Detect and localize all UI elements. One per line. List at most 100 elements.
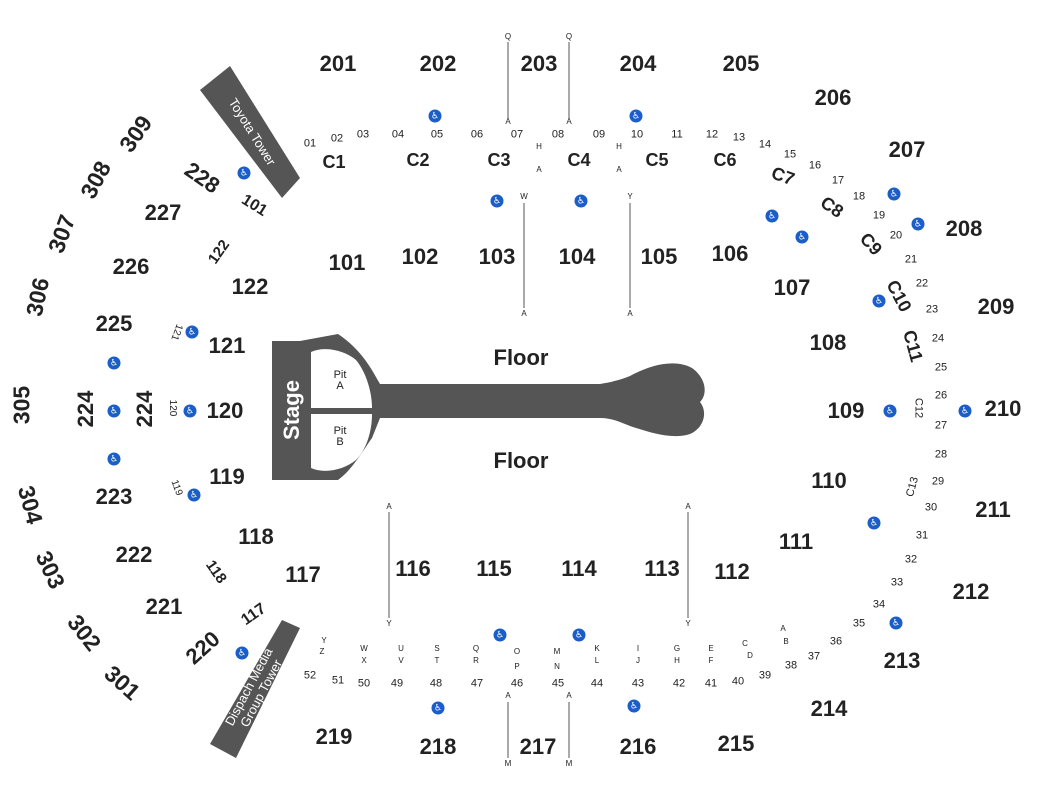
row-number: 37 bbox=[807, 650, 821, 663]
section-215[interactable]: 215 bbox=[717, 731, 755, 756]
aisle-marker: Y bbox=[386, 619, 392, 628]
section-224-inner[interactable]: 224 bbox=[132, 390, 157, 428]
row-letter: P bbox=[514, 662, 520, 671]
section-122[interactable]: 122 bbox=[231, 274, 269, 299]
section-208[interactable]: 208 bbox=[945, 216, 983, 241]
section-214[interactable]: 214 bbox=[810, 696, 848, 721]
section-218[interactable]: 218 bbox=[419, 734, 457, 759]
row-number: 27 bbox=[934, 419, 948, 432]
wheelchair-icon: ♿ bbox=[493, 628, 507, 642]
section-108[interactable]: 108 bbox=[809, 330, 847, 355]
dispatch-tower-shape[interactable] bbox=[210, 620, 300, 758]
wheelchair-icon: ♿ bbox=[490, 194, 504, 208]
aisle-marker: A bbox=[505, 117, 511, 126]
section-212[interactable]: 212 bbox=[952, 579, 990, 604]
wheelchair-icon: ♿ bbox=[572, 628, 586, 642]
row-letter: Q bbox=[472, 644, 480, 653]
section-210[interactable]: 210 bbox=[984, 396, 1022, 421]
club-c5[interactable]: C5 bbox=[645, 150, 669, 170]
section-107[interactable]: 107 bbox=[773, 275, 811, 300]
section-103[interactable]: 103 bbox=[478, 244, 516, 269]
wheelchair-icon: ♿ bbox=[235, 646, 249, 660]
section-219[interactable]: 219 bbox=[315, 724, 353, 749]
wheelchair-icon: ♿ bbox=[627, 699, 641, 713]
club-c2[interactable]: C2 bbox=[406, 150, 430, 170]
aisle-marker: A bbox=[685, 502, 691, 511]
section-205[interactable]: 205 bbox=[722, 51, 760, 76]
row-number: 21 bbox=[904, 253, 918, 266]
section-223[interactable]: 223 bbox=[95, 484, 133, 509]
row-number: 28 bbox=[934, 448, 948, 461]
wheelchair-icon: ♿ bbox=[107, 404, 121, 418]
pit-a-label: Pit A bbox=[333, 369, 347, 392]
section-118[interactable]: 118 bbox=[238, 524, 274, 549]
wheelchair-icon: ♿ bbox=[574, 194, 588, 208]
row-number: 46 bbox=[510, 677, 524, 690]
section-213[interactable]: 213 bbox=[883, 648, 921, 673]
section-102[interactable]: 102 bbox=[401, 244, 439, 269]
club-c3[interactable]: C3 bbox=[487, 150, 511, 170]
section-105[interactable]: 105 bbox=[640, 244, 678, 269]
row-number: 51 bbox=[331, 674, 345, 687]
section-201[interactable]: 201 bbox=[319, 51, 357, 76]
row-number: 39 bbox=[758, 669, 772, 682]
row-number: 45 bbox=[551, 677, 565, 690]
section-101[interactable]: 101 bbox=[328, 250, 366, 275]
club-c4[interactable]: C4 bbox=[567, 150, 591, 170]
row-letter: G bbox=[673, 644, 681, 653]
section-204[interactable]: 204 bbox=[619, 51, 657, 76]
floor-label-bottom[interactable]: Floor bbox=[493, 448, 549, 473]
aisle-marker: A bbox=[386, 502, 392, 511]
section-111[interactable]: 111 bbox=[778, 529, 814, 554]
floor-label-top[interactable]: Floor bbox=[493, 345, 549, 370]
section-110[interactable]: 110 bbox=[811, 468, 847, 493]
wheelchair-icon: ♿ bbox=[428, 109, 442, 123]
row-letter: M bbox=[553, 647, 561, 656]
section-226[interactable]: 226 bbox=[112, 254, 150, 279]
section-106[interactable]: 106 bbox=[711, 241, 749, 266]
toyota-tower-shape[interactable] bbox=[200, 66, 300, 198]
section-120-small[interactable]: 120 bbox=[167, 399, 178, 417]
section-211[interactable]: 211 bbox=[975, 497, 1011, 522]
pit-a-shape[interactable] bbox=[311, 349, 372, 408]
section-207[interactable]: 207 bbox=[888, 137, 926, 162]
section-305[interactable]: 305 bbox=[8, 385, 35, 425]
club-c6[interactable]: C6 bbox=[713, 150, 737, 170]
section-227[interactable]: 227 bbox=[144, 200, 182, 225]
section-113[interactable]: 113 bbox=[644, 556, 680, 581]
section-112[interactable]: 112 bbox=[714, 559, 750, 584]
section-222[interactable]: 222 bbox=[115, 542, 153, 567]
section-109[interactable]: 109 bbox=[827, 398, 865, 423]
club-c12[interactable]: C12 bbox=[912, 397, 925, 419]
section-217[interactable]: 217 bbox=[519, 734, 557, 759]
section-120[interactable]: 120 bbox=[206, 398, 244, 423]
row-number: 04 bbox=[391, 128, 405, 141]
pit-areas bbox=[311, 349, 372, 471]
row-number: 18 bbox=[852, 190, 866, 203]
section-203[interactable]: 203 bbox=[520, 51, 558, 76]
section-117[interactable]: 117 bbox=[285, 562, 321, 587]
row-number: 05 bbox=[430, 128, 444, 141]
row-number: 31 bbox=[915, 529, 929, 542]
section-216[interactable]: 216 bbox=[619, 734, 657, 759]
club-c1[interactable]: C1 bbox=[322, 152, 346, 172]
section-225[interactable]: 225 bbox=[95, 311, 133, 336]
pit-b-shape[interactable] bbox=[311, 414, 372, 471]
section-104[interactable]: 104 bbox=[558, 244, 596, 269]
aisle-marker: A bbox=[616, 165, 622, 174]
section-114[interactable]: 114 bbox=[561, 556, 597, 581]
section-115[interactable]: 115 bbox=[476, 556, 512, 581]
row-letter: X bbox=[361, 656, 367, 665]
section-221[interactable]: 221 bbox=[145, 594, 183, 619]
section-206[interactable]: 206 bbox=[814, 85, 852, 110]
section-119[interactable]: 119 bbox=[209, 464, 245, 489]
stage-apron bbox=[300, 334, 705, 480]
section-224-outer[interactable]: 224 bbox=[73, 390, 98, 428]
section-121[interactable]: 121 bbox=[208, 333, 246, 358]
row-number: 25 bbox=[934, 361, 948, 374]
section-209[interactable]: 209 bbox=[977, 294, 1015, 319]
aisle-marker: Y bbox=[685, 619, 691, 628]
section-202[interactable]: 202 bbox=[419, 51, 457, 76]
section-116[interactable]: 116 bbox=[395, 556, 431, 581]
